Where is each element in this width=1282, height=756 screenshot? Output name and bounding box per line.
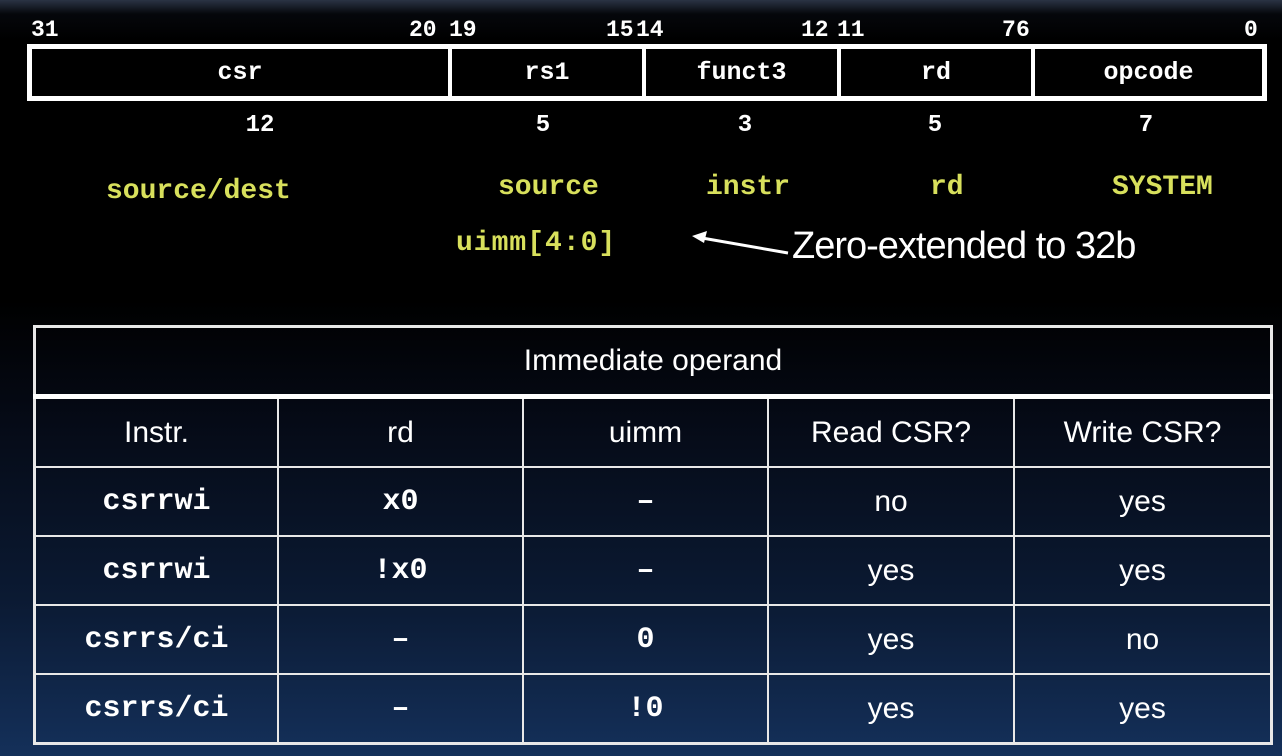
bit-label-12: 12 (801, 17, 829, 43)
table-header-row: Instr. rd uimm Read CSR? Write CSR? (33, 395, 1273, 468)
cell-write-csr: yes (1013, 466, 1273, 537)
role-rs1: source (498, 172, 599, 203)
field-funct3: funct3 (642, 49, 837, 96)
field-rs1: rs1 (448, 49, 642, 96)
cell-read-csr: yes (767, 604, 1015, 675)
field-rd: rd (837, 49, 1031, 96)
header-instr: Instr. (33, 395, 279, 468)
bit-label-7: 7 (1002, 17, 1016, 43)
bit-label-31: 31 (31, 17, 59, 43)
cell-instr: csrrwi (33, 535, 279, 606)
role-rd: rd (930, 172, 964, 203)
header-uimm: uimm (522, 395, 769, 468)
cell-read-csr: yes (767, 673, 1015, 745)
bit-label-20: 20 (409, 17, 437, 43)
bit-label-15: 15 (606, 17, 634, 43)
cell-uimm: !0 (522, 673, 769, 745)
cell-write-csr: yes (1013, 673, 1273, 745)
role-funct3: instr (706, 172, 791, 203)
field-csr: csr (217, 58, 263, 87)
immediate-operand-table: Immediate operand Instr. rd uimm Read CS… (33, 325, 1273, 745)
bit-label-11: 11 (837, 17, 865, 43)
cell-instr: csrrwi (33, 466, 279, 537)
width-opcode: 7 (1138, 112, 1154, 139)
width-csr: 12 (245, 112, 275, 139)
width-funct3: 3 (737, 112, 753, 139)
cell-rd: x0 (277, 466, 524, 537)
zero-extend-note: Zero-extended to 32b (792, 225, 1136, 267)
arrow-icon (692, 231, 789, 255)
bit-label-0: 0 (1244, 17, 1258, 43)
width-rs1: 5 (535, 112, 551, 139)
cell-uimm: – (522, 535, 769, 606)
table-row: csrrwi !x0 – yes yes (33, 535, 1273, 606)
cell-write-csr: no (1013, 604, 1273, 675)
bit-label-19: 19 (449, 17, 477, 43)
instruction-encoding: csr rs1 funct3 rd opcode (27, 44, 1267, 101)
table-row: csrrs/ci – 0 yes no (33, 604, 1273, 675)
role-opcode: SYSTEM (1112, 172, 1213, 203)
cell-rd: – (277, 673, 524, 745)
width-rd: 5 (927, 112, 943, 139)
table-row: csrrwi x0 – no yes (33, 466, 1273, 537)
cell-read-csr: yes (767, 535, 1015, 606)
cell-rd: !x0 (277, 535, 524, 606)
cell-uimm: – (522, 466, 769, 537)
bit-label-14: 14 (636, 17, 664, 43)
header-read-csr: Read CSR? (767, 395, 1015, 468)
table-row: csrrs/ci – !0 yes yes (33, 673, 1273, 745)
cell-read-csr: no (767, 466, 1015, 537)
field-opcode: opcode (1031, 49, 1262, 96)
cell-rd: – (277, 604, 524, 675)
header-write-csr: Write CSR? (1013, 395, 1273, 468)
role-csr: source/dest (106, 176, 291, 207)
cell-instr: csrrs/ci (33, 604, 279, 675)
rs1-uimm-label: uimm[4:0] (456, 228, 617, 259)
cell-write-csr: yes (1013, 535, 1273, 606)
cell-uimm: 0 (522, 604, 769, 675)
bit-label-6: 6 (1016, 17, 1030, 43)
cell-instr: csrrs/ci (33, 673, 279, 745)
header-rd: rd (277, 395, 524, 468)
table-title: Immediate operand (33, 325, 1273, 399)
